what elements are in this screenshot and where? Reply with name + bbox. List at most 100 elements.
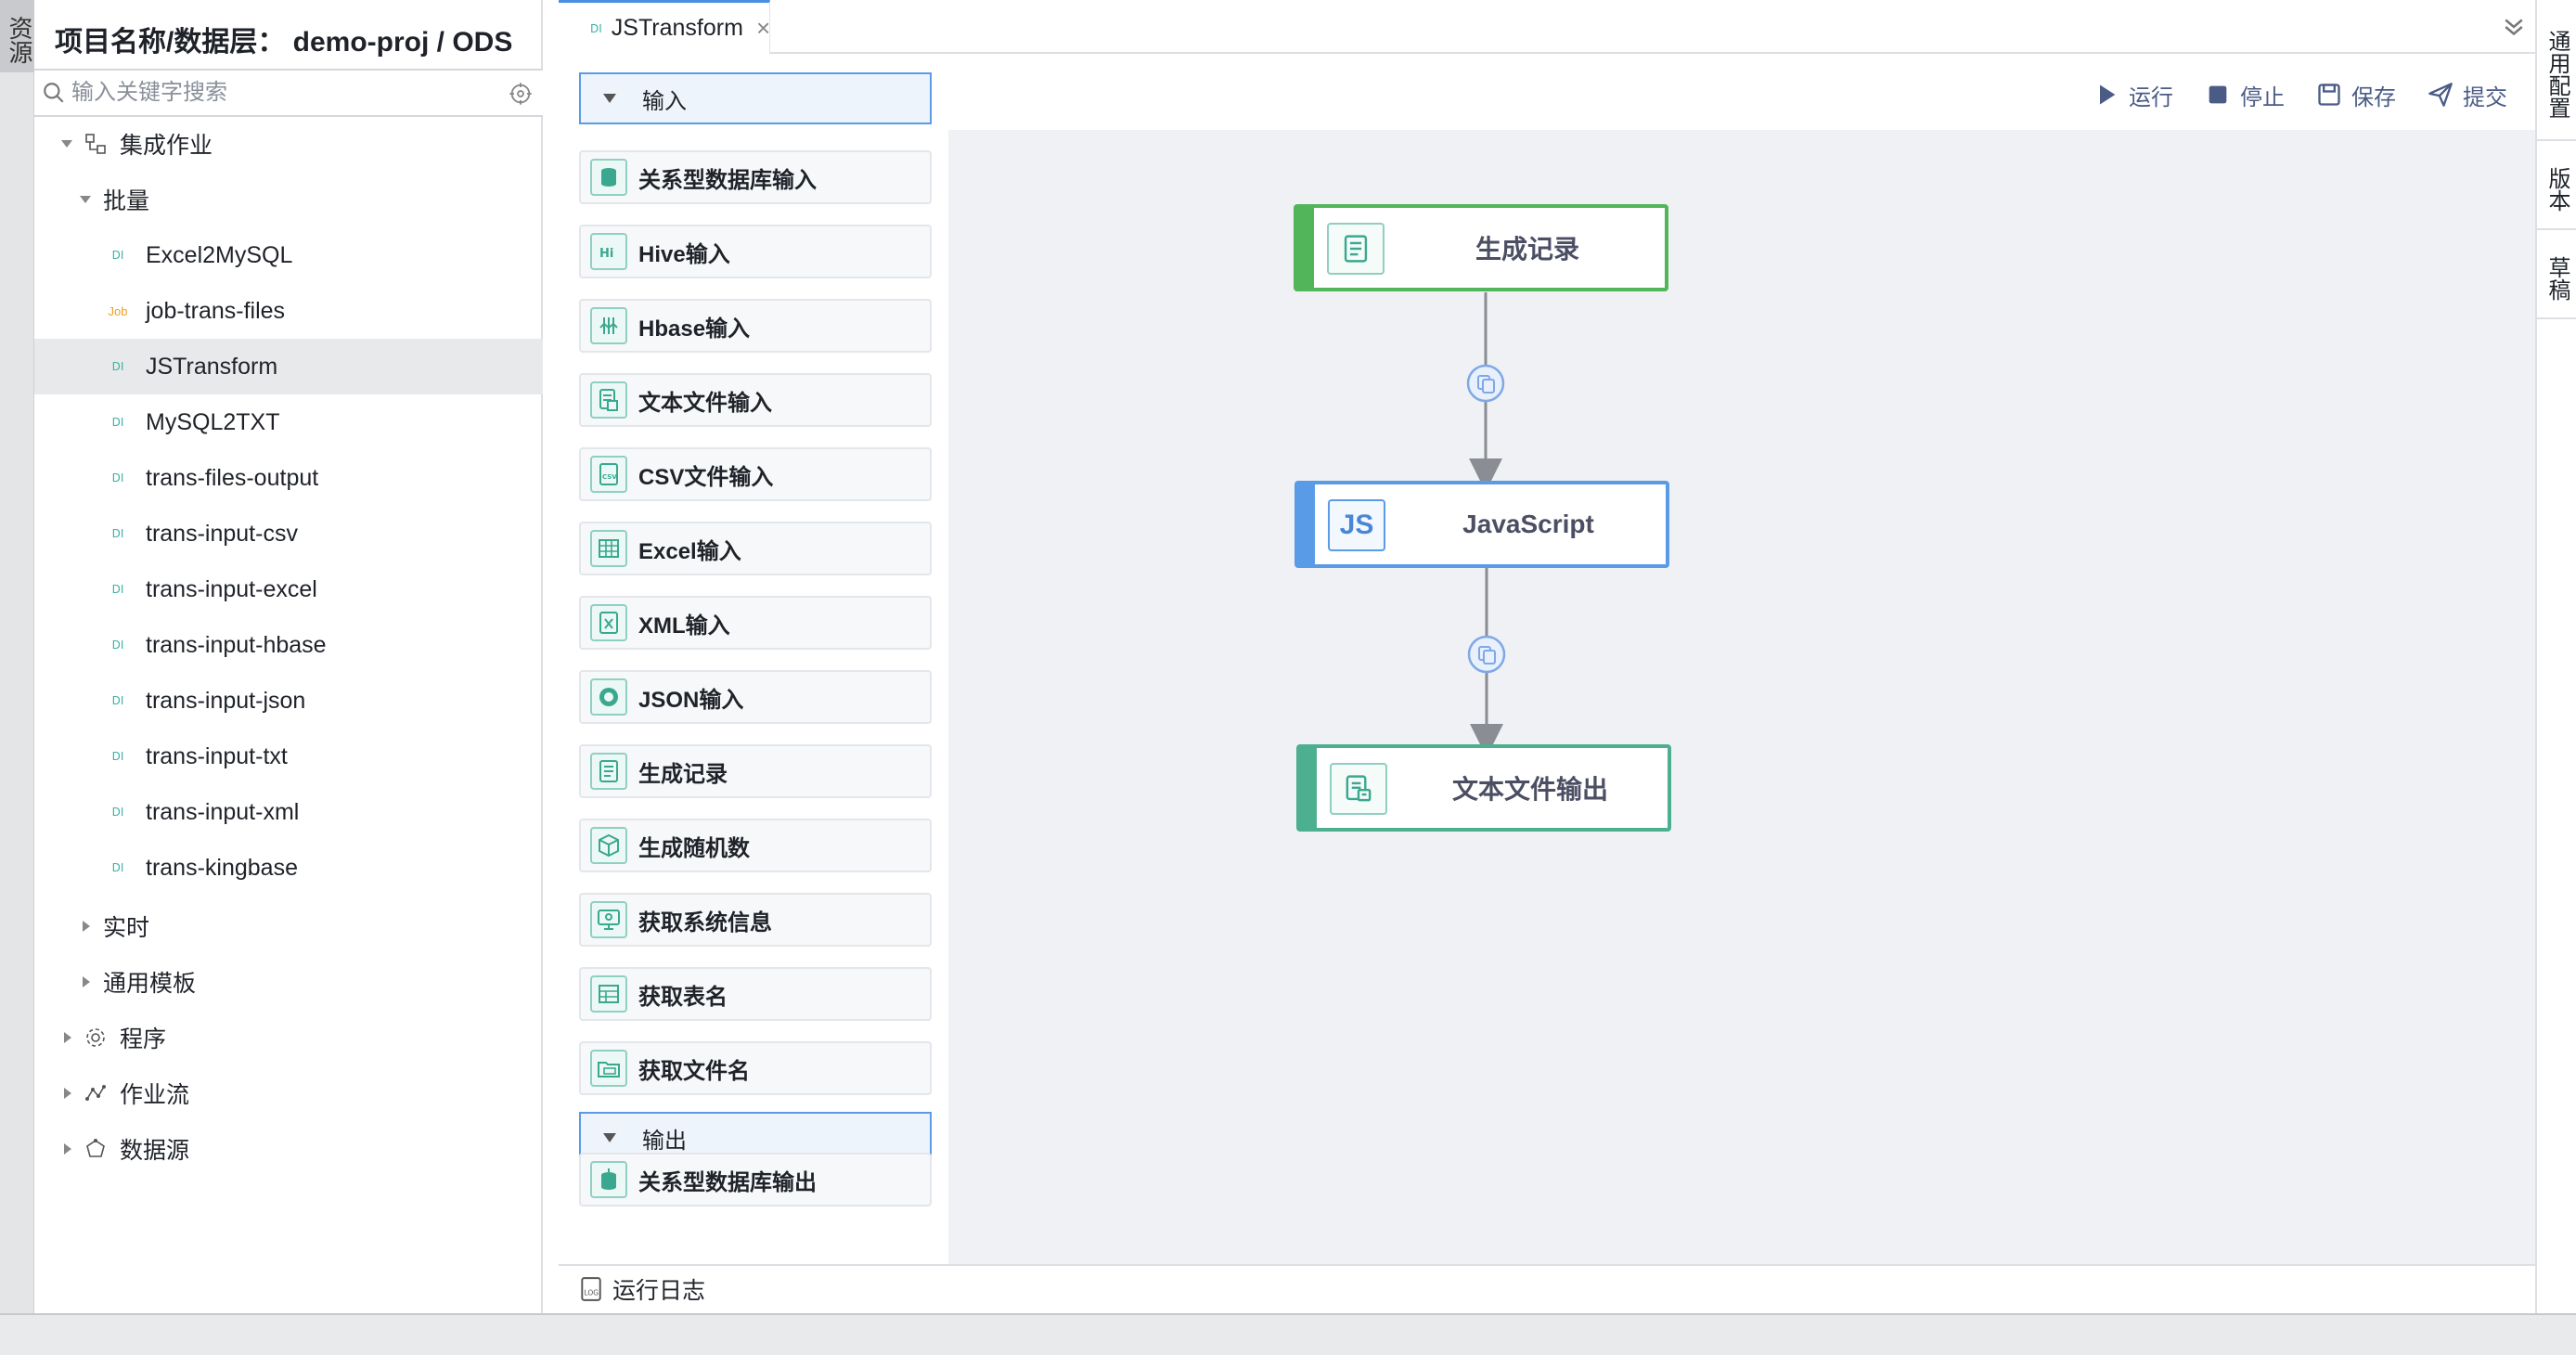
di-badge: DI: [111, 527, 124, 540]
caret-right-icon[interactable]: [57, 1083, 77, 1103]
database-out-icon: [590, 1161, 627, 1198]
palette-item-system-info[interactable]: 获取系统信息: [579, 893, 932, 947]
project-panel: 项目名称/数据层： demo-proj / ODS 集成作业 批量 DIExce…: [34, 0, 543, 1313]
project-title: 项目名称/数据层： demo-proj / ODS: [55, 27, 513, 58]
caret-right-icon[interactable]: [57, 1027, 77, 1048]
general-config-tab[interactable]: 通用配置: [2537, 9, 2576, 141]
text-file-output-icon: [1330, 763, 1387, 815]
right-vertical-strip: 通用配置 版本 草稿: [2535, 0, 2576, 1313]
palette-item-label: 获取文件名: [638, 1058, 750, 1084]
tree-item-trans-input-csv[interactable]: DI trans-input-csv: [34, 506, 543, 561]
search-input[interactable]: [71, 76, 489, 110]
tree-label: trans-kingbase: [146, 854, 298, 881]
caret-right-icon[interactable]: [57, 1139, 77, 1159]
bottom-status-bar: [0, 1313, 2576, 1355]
tree-label: job-trans-files: [146, 297, 286, 324]
palette-item-label: 文本文件输入: [638, 390, 772, 416]
palette-item-database[interactable]: 关系型数据库输入: [579, 150, 932, 204]
play-icon: [2100, 84, 2116, 105]
caret-down-icon[interactable]: [57, 134, 77, 154]
tab-label: JSTransform: [611, 15, 743, 41]
system-info-icon: [590, 901, 627, 938]
tree-node-batch[interactable]: 批量: [34, 172, 543, 227]
locate-icon[interactable]: [508, 81, 534, 107]
tree-label: JSTransform: [146, 353, 278, 380]
palette-item-xml-file[interactable]: XML输入: [579, 596, 932, 650]
di-badge: DI: [111, 249, 124, 262]
palette-item-label: Excel输入: [638, 538, 741, 564]
palette-item-label: 关系型数据库输入: [638, 167, 817, 193]
stop-icon: [2209, 85, 2227, 104]
tree-label: 通用模板: [103, 971, 197, 997]
draft-tab[interactable]: 草稿: [2537, 239, 2576, 319]
node-label: 文本文件输出: [1451, 775, 1608, 804]
flow-node-generate-records[interactable]: 生成记录: [1294, 204, 1668, 291]
palette-item-random-cube[interactable]: 生成随机数: [579, 819, 932, 872]
tree-label: 批量: [103, 188, 150, 214]
caret-down-icon[interactable]: [75, 189, 96, 210]
flow-node-javascript[interactable]: JS JavaScript: [1294, 481, 1669, 568]
flow-canvas[interactable]: 生成记录 JS JavaScript 文本文件输出: [948, 130, 2535, 1264]
flow-node-text-file-output[interactable]: 文本文件输出: [1296, 744, 1671, 832]
tree-node-integration[interactable]: 集成作业: [34, 116, 543, 172]
stop-button[interactable]: 停止: [2205, 79, 2285, 111]
flow-connections: [1466, 292, 1506, 757]
palette-item-label: XML输入: [638, 613, 730, 639]
caret-right-icon[interactable]: [75, 972, 96, 992]
double-chevron-down-icon[interactable]: [2500, 13, 2528, 41]
palette-item-json[interactable]: JSON输入: [579, 670, 932, 724]
save-button[interactable]: 保存: [2316, 79, 2396, 111]
palette-item-hbase[interactable]: Hbase输入: [579, 299, 932, 353]
palette-item-table-name[interactable]: 获取表名: [579, 967, 932, 1021]
caret-right-icon[interactable]: [75, 916, 96, 936]
tree-label: trans-input-csv: [146, 520, 298, 547]
toolbar: 运行 停止 保存 提交: [2093, 74, 2507, 115]
run-button[interactable]: 运行: [2093, 79, 2173, 111]
palette-item-file-name[interactable]: 获取文件名: [579, 1041, 932, 1095]
palette-item-database-out[interactable]: 关系型数据库输出: [579, 1153, 932, 1207]
palette-item-excel-grid[interactable]: Excel输入: [579, 522, 932, 575]
database-icon: [590, 159, 627, 196]
svg-text:LOG: LOG: [584, 1288, 599, 1297]
node-color-bar: [1298, 484, 1315, 564]
tree-node-program[interactable]: 程序: [34, 1010, 543, 1065]
version-tab[interactable]: 版本: [2537, 150, 2576, 230]
left-vertical-strip: 资源: [0, 0, 34, 1313]
generate-records-icon: [1327, 223, 1385, 275]
palette-section-input[interactable]: 输入: [579, 72, 932, 124]
tree-label: 数据源: [120, 1138, 190, 1164]
tree-node-realtime[interactable]: 实时: [34, 898, 543, 954]
palette-item-generate-records[interactable]: 生成记录: [579, 744, 932, 798]
di-badge: DI: [111, 806, 124, 819]
caret-down-icon: [603, 1133, 616, 1142]
submit-label: 提交: [2463, 84, 2507, 110]
di-badge: DI: [590, 21, 602, 35]
run-log-bar[interactable]: LOG 运行日志: [559, 1264, 2535, 1312]
tree-node-templates[interactable]: 通用模板: [34, 954, 543, 1010]
svg-text:CSV: CSV: [602, 473, 617, 481]
close-icon[interactable]: ×: [755, 14, 771, 42]
tree-node-workflow[interactable]: 作业流: [34, 1065, 543, 1121]
tree-label: trans-input-excel: [146, 575, 317, 602]
workflow-icon: [83, 1080, 109, 1106]
palette-item-text-file[interactable]: 文本文件输入: [579, 373, 932, 427]
di-badge: DI: [111, 471, 124, 484]
tab-jstransform[interactable]: DI JSTransform ×: [559, 0, 770, 54]
submit-button[interactable]: 提交: [2428, 79, 2507, 111]
tree-node-datasource[interactable]: 数据源: [34, 1121, 543, 1177]
resources-tab[interactable]: 资源: [0, 0, 34, 72]
